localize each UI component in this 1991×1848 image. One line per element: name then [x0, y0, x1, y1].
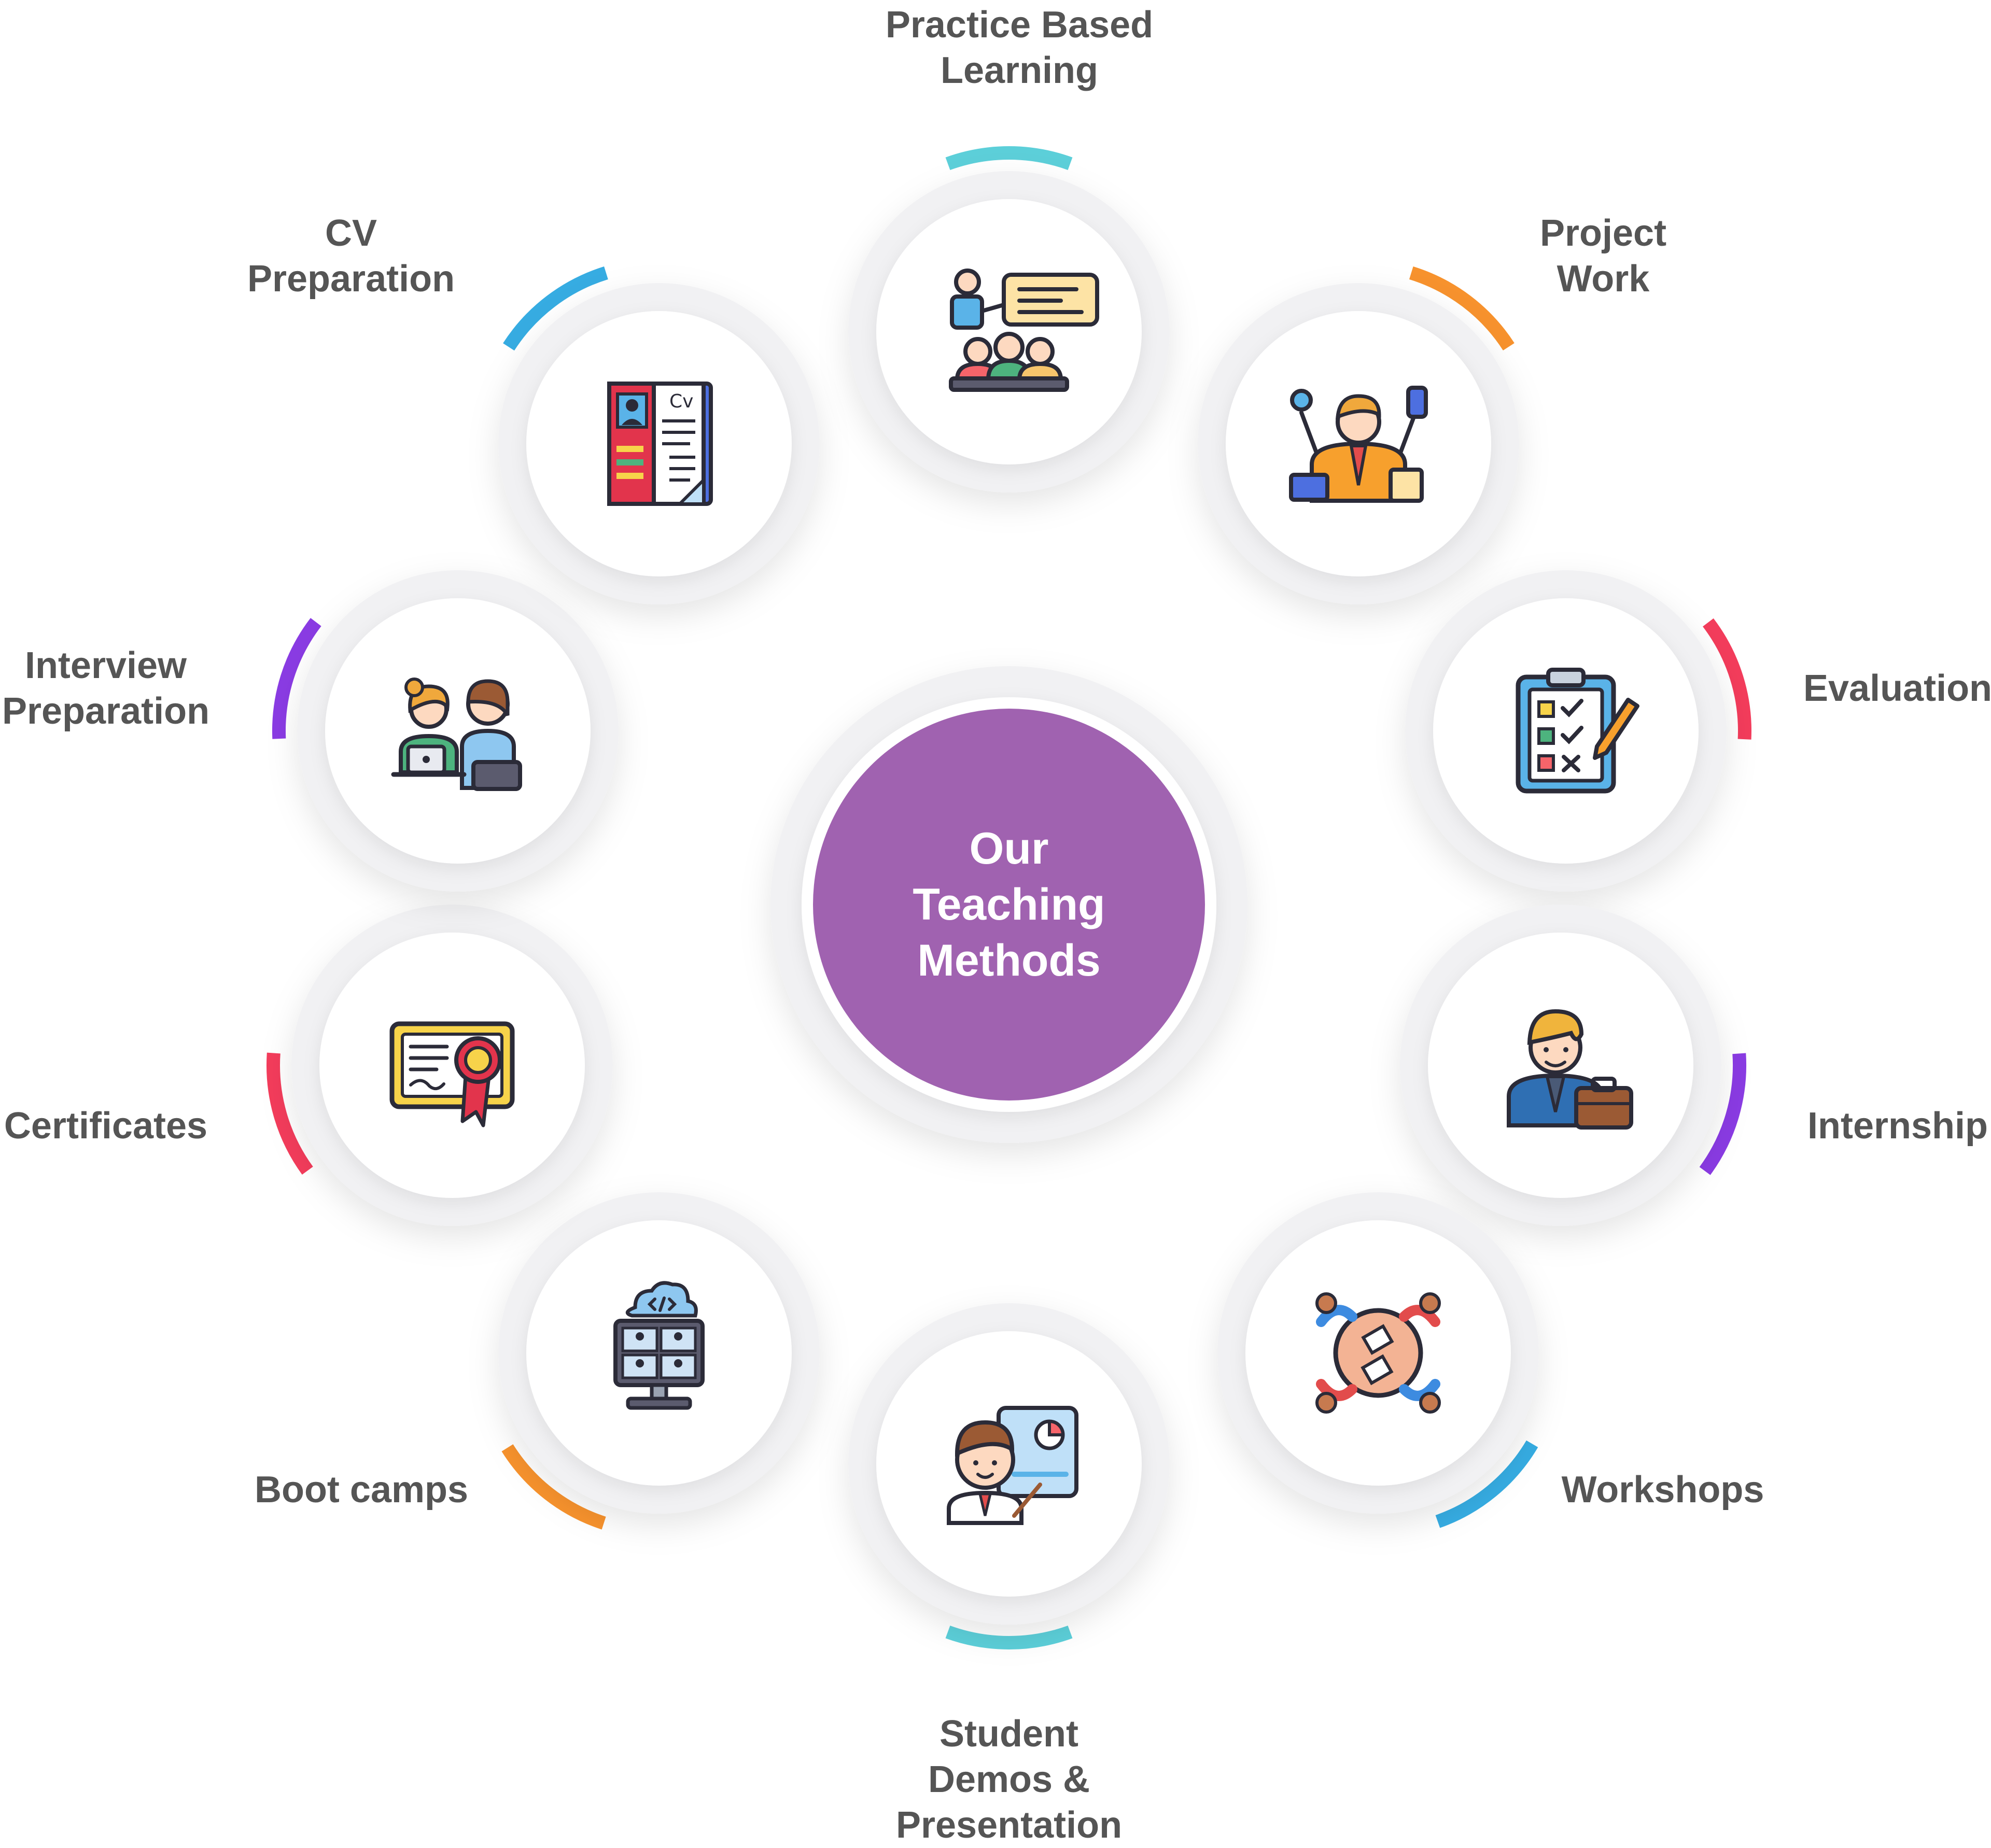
accent-arc-practice-based-learning: [945, 146, 1073, 171]
method-node-practice-based-learning: [848, 146, 1170, 492]
method-label-line: Internship: [1807, 1105, 1988, 1147]
method-label-line: Interview: [24, 645, 187, 686]
method-node-evaluation: [1405, 570, 1751, 892]
method-label-boot-camps: Boot camps: [255, 1467, 468, 1513]
method-label-line: Presentation: [895, 1804, 1123, 1846]
accent-arc-internship: [1699, 1053, 1746, 1175]
accent-arc-certificates: [267, 1052, 313, 1175]
method-label-certificates: Certificates: [4, 1103, 207, 1149]
method-node-project-work: [1198, 266, 1519, 604]
methods-ring: [267, 146, 1751, 1650]
center-title-line: Methods: [917, 936, 1101, 985]
method-label-line: Workshops: [1561, 1469, 1764, 1511]
method-label-line: Work: [1557, 258, 1650, 300]
method-label-line: Demos &: [928, 1759, 1090, 1800]
method-label-line: Boot camps: [254, 1469, 469, 1511]
teamwork-table-icon: [1317, 1294, 1439, 1412]
method-label-line: Certificates: [4, 1105, 208, 1147]
method-label-line: CV: [325, 213, 377, 254]
method-node-internship: [1400, 905, 1746, 1226]
method-label-line: Preparation: [247, 258, 455, 300]
method-label-line: Learning: [940, 50, 1099, 91]
method-node-certificates: [267, 905, 613, 1226]
method-label-line: Preparation: [2, 690, 210, 732]
accent-arc-student-demos: [945, 1625, 1073, 1650]
center-title-line: Teaching: [913, 880, 1105, 929]
accent-arc-project-work: [1409, 266, 1515, 350]
method-label-workshops: Workshops: [1562, 1467, 1764, 1513]
accent-arc-workshops: [1435, 1440, 1538, 1528]
cv-document-icon: [609, 384, 711, 504]
center-title-line: Our: [969, 824, 1049, 873]
method-label-internship: Internship: [1807, 1103, 1988, 1149]
center-disc: [813, 709, 1205, 1101]
method-label-line: Practice Based: [885, 4, 1154, 46]
accent-arc-interview-preparation: [272, 618, 321, 739]
method-node-student-demos: [848, 1303, 1170, 1650]
node-inner-disc: [325, 598, 591, 864]
method-label-line: Student: [940, 1713, 1078, 1755]
method-node-interview-preparation: [272, 570, 619, 892]
method-label-line: Project: [1539, 213, 1667, 254]
accent-arc-evaluation: [1703, 618, 1751, 740]
accent-arc-boot-camps: [501, 1444, 606, 1530]
method-label-line: Evaluation: [1803, 668, 1991, 709]
accent-arc-cv-preparation: [503, 266, 608, 351]
method-node-cv-preparation: [498, 266, 820, 604]
method-label-evaluation: Evaluation: [1803, 666, 1991, 711]
method-node-boot-camps: [498, 1192, 820, 1530]
method-node-workshops: [1217, 1192, 1539, 1528]
center-node: [770, 666, 1247, 1143]
